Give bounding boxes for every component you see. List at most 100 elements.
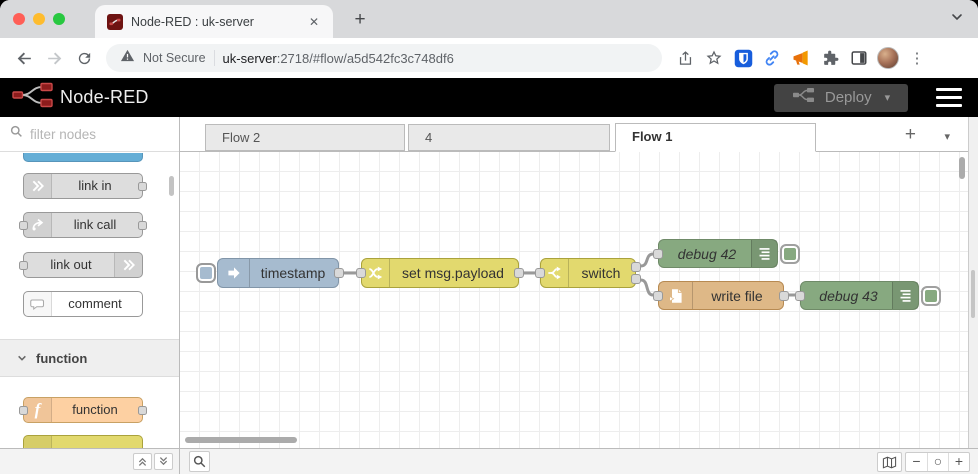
deploy-button[interactable]: Deploy ▾ bbox=[774, 83, 908, 112]
main-menu-icon[interactable] bbox=[936, 87, 962, 108]
forward-button[interactable] bbox=[40, 44, 68, 72]
workspace: Flow 2 4 Flow 1 + ▾ bbox=[180, 117, 968, 448]
palette-category-function[interactable]: function bbox=[0, 339, 179, 377]
flow-canvas[interactable]: timestamp set msg.payload bbox=[180, 152, 968, 448]
link-extension-icon[interactable] bbox=[759, 45, 785, 71]
inject-trigger-button[interactable] bbox=[196, 263, 216, 283]
profile-avatar[interactable] bbox=[875, 45, 901, 71]
palette-category-label: function bbox=[36, 350, 88, 366]
security-label: Not Secure bbox=[143, 51, 206, 65]
node-label: write file bbox=[711, 288, 763, 304]
zoom-window-button[interactable] bbox=[53, 13, 65, 25]
search-icon bbox=[10, 125, 23, 143]
palette-node-link-in[interactable]: link in bbox=[23, 173, 147, 199]
input-port[interactable] bbox=[795, 291, 805, 301]
link-in-icon bbox=[24, 174, 52, 198]
flow-node-debug43[interactable]: debug 43 bbox=[795, 281, 941, 310]
side-panel-icon[interactable] bbox=[846, 45, 872, 71]
workspace-search-button[interactable] bbox=[189, 451, 210, 472]
palette-collapse-down-button[interactable] bbox=[154, 453, 173, 470]
flow-node-write-file[interactable]: write file bbox=[653, 281, 789, 310]
flow-node-inject[interactable]: timestamp bbox=[196, 258, 344, 288]
zoom-out-button[interactable]: − bbox=[912, 453, 921, 469]
bookmark-star-icon[interactable] bbox=[701, 45, 727, 71]
palette-node-label: function bbox=[72, 402, 118, 417]
palette-collapse-up-button[interactable] bbox=[133, 453, 152, 470]
palette-node-link-call[interactable]: link call bbox=[19, 212, 147, 238]
omnibox-divider bbox=[213, 50, 215, 66]
flow-tab-flow2[interactable]: Flow 2 bbox=[205, 124, 405, 151]
traffic-lights bbox=[13, 13, 65, 25]
tab-close-icon[interactable]: ✕ bbox=[308, 14, 319, 29]
browser-tab-title: Node-RED : uk-server bbox=[131, 14, 254, 29]
palette-search-input[interactable] bbox=[30, 126, 160, 142]
flow-tab-4[interactable]: 4 bbox=[408, 124, 610, 151]
deploy-icon bbox=[792, 87, 816, 108]
minimize-window-button[interactable] bbox=[33, 13, 45, 25]
zoom-reset-button[interactable]: ○ bbox=[927, 453, 948, 471]
add-flow-button[interactable]: + bbox=[904, 124, 916, 145]
debug-toggle-button[interactable] bbox=[780, 244, 800, 264]
footer-bar: − ○ + bbox=[0, 448, 978, 474]
palette-node-comment[interactable]: comment bbox=[23, 291, 143, 317]
change-icon bbox=[362, 259, 390, 287]
palette-scrollbar[interactable] bbox=[169, 176, 174, 196]
deploy-dropdown-caret-icon[interactable]: ▾ bbox=[884, 92, 891, 104]
extensions-puzzle-icon[interactable] bbox=[817, 45, 843, 71]
bitwarden-extension-icon[interactable] bbox=[730, 45, 756, 71]
workspace-footer: − ○ + bbox=[180, 449, 978, 474]
node-red-favicon bbox=[107, 13, 123, 30]
palette-node-function[interactable]: f function bbox=[19, 397, 147, 423]
node-label: debug 42 bbox=[677, 246, 737, 262]
debug-toggle-button[interactable] bbox=[921, 286, 941, 306]
new-tab-button[interactable]: + bbox=[354, 9, 366, 30]
address-bar[interactable]: Not Secure uk-server:2718/#flow/a5d542fc… bbox=[106, 44, 662, 72]
megaphone-extension-icon[interactable] bbox=[788, 45, 814, 71]
flow-wires bbox=[343, 252, 795, 297]
flow-node-change[interactable]: set msg.payload bbox=[356, 258, 524, 288]
node-palette: link in link call link out bbox=[0, 117, 180, 448]
palette-node-label: link in bbox=[78, 178, 112, 193]
flow-node-switch[interactable]: switch bbox=[535, 258, 641, 288]
node-label: switch bbox=[581, 265, 621, 281]
palette-node-label: comment bbox=[68, 296, 122, 311]
back-button[interactable] bbox=[10, 44, 38, 72]
tab-strip-chevron-icon[interactable] bbox=[950, 10, 964, 29]
reload-button[interactable] bbox=[70, 44, 98, 72]
output-port[interactable] bbox=[334, 268, 344, 278]
palette-node-partial-top[interactable] bbox=[23, 153, 143, 162]
url-text: uk-server:2718/#flow/a5d542fc3c748df6 bbox=[223, 51, 454, 66]
palette-list: link in link call link out bbox=[0, 152, 179, 448]
output-port-1[interactable] bbox=[631, 262, 641, 272]
input-port[interactable] bbox=[653, 249, 663, 259]
share-icon[interactable] bbox=[672, 45, 698, 71]
not-secure-warning-icon bbox=[120, 48, 135, 68]
browser-tab-strip: Node-RED : uk-server ✕ + bbox=[0, 0, 978, 38]
palette-search[interactable] bbox=[0, 117, 179, 152]
canvas-vertical-scrollbar[interactable] bbox=[959, 157, 965, 179]
input-port[interactable] bbox=[535, 268, 545, 278]
input-port[interactable] bbox=[356, 268, 366, 278]
sidebar-splitter[interactable] bbox=[968, 117, 978, 448]
input-port[interactable] bbox=[653, 291, 663, 301]
close-window-button[interactable] bbox=[13, 13, 25, 25]
splitter-grip[interactable] bbox=[971, 270, 975, 318]
browser-toolbar: Not Secure uk-server:2718/#flow/a5d542fc… bbox=[0, 38, 978, 78]
flow-node-debug42[interactable]: debug 42 bbox=[653, 239, 800, 268]
output-port[interactable] bbox=[514, 268, 524, 278]
inject-icon bbox=[218, 259, 250, 287]
node-label: debug 43 bbox=[819, 288, 878, 304]
canvas-horizontal-scrollbar[interactable] bbox=[185, 437, 297, 443]
flow-list-caret-icon[interactable]: ▾ bbox=[944, 131, 950, 143]
palette-node-partial-bottom[interactable] bbox=[23, 435, 143, 448]
output-port[interactable] bbox=[779, 291, 789, 301]
browser-tab[interactable]: Node-RED : uk-server ✕ bbox=[95, 5, 333, 38]
flow-tab-flow1[interactable]: Flow 1 bbox=[615, 123, 816, 152]
output-port-2[interactable] bbox=[631, 274, 641, 284]
zoom-in-button[interactable]: + bbox=[948, 453, 969, 471]
palette-node-link-out[interactable]: link out bbox=[19, 252, 143, 278]
app-title: Node-RED bbox=[60, 87, 149, 107]
browser-menu-icon[interactable]: ⋮ bbox=[909, 50, 925, 67]
navigator-map-button[interactable] bbox=[877, 452, 902, 472]
